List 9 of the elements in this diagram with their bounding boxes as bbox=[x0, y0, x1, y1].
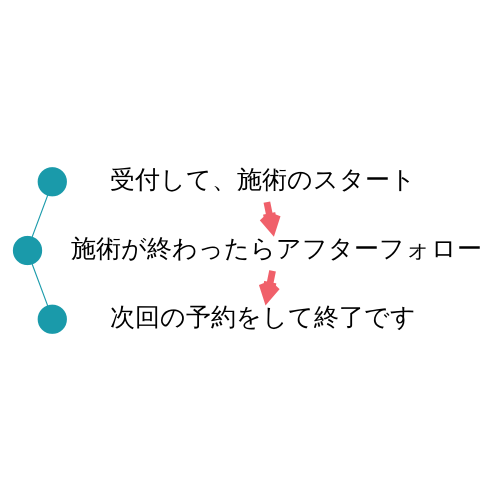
connector bbox=[32, 263, 48, 306]
connector bbox=[32, 194, 48, 237]
node-circle bbox=[12, 235, 42, 265]
arrow bbox=[258, 270, 280, 302]
node-text: 次回の予約をして終了です bbox=[110, 302, 416, 332]
node-circle bbox=[38, 304, 67, 334]
node-text: 受付して、施術のスタート bbox=[110, 164, 416, 194]
node-text: 施術が終わったらアフターフォロー bbox=[70, 233, 482, 262]
node-circle bbox=[38, 166, 67, 196]
